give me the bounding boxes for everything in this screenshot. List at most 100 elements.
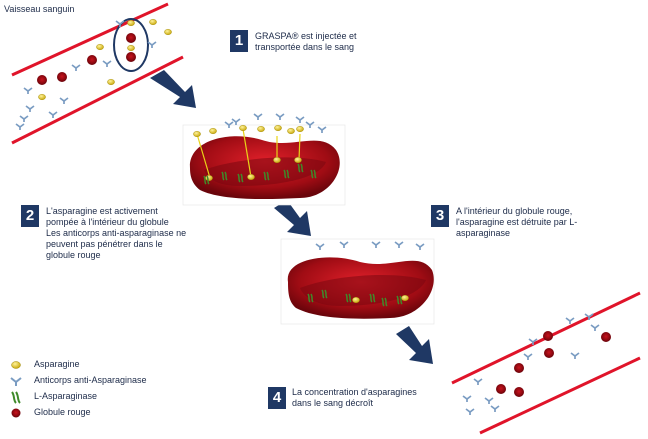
antibody-particle (48, 111, 58, 118)
antibody-particle (71, 64, 81, 71)
step-2-line: L'asparagine est activement (46, 206, 158, 216)
antibody-particle (19, 115, 29, 122)
asparagine-particle (127, 45, 135, 52)
antibody-particle (415, 243, 425, 250)
step-4-text: La concentration d'asparagines dans le s… (292, 387, 417, 409)
antibody-particle (315, 243, 325, 250)
red-blood-cell-icon (11, 408, 21, 418)
blood-vessel-bottom (451, 291, 641, 435)
antibody-particle (253, 113, 263, 120)
red-cell-panel-2 (280, 238, 435, 325)
red-blood-cell (496, 384, 506, 394)
l-asparaginase-particle (321, 289, 328, 299)
antibody-icon (10, 377, 22, 386)
step-4-number: 4 (268, 387, 286, 409)
step-2-number: 2 (21, 205, 39, 227)
red-blood-cell (87, 55, 97, 65)
step-1-line: transportée dans le sang (255, 42, 355, 52)
antibody-particle (23, 87, 33, 94)
l-asparaginase-particle (203, 175, 210, 185)
vessel-wall-lower (11, 55, 184, 145)
l-asparaginase-particle (221, 171, 228, 181)
vessel-wall-lower-2 (479, 356, 641, 435)
legend-label: Globule rouge (34, 407, 91, 417)
step-2-line: pompée à l'intérieur du globule (46, 217, 169, 227)
l-asparaginase-particle (369, 293, 376, 303)
asparagine-particle (96, 44, 104, 51)
step-3-line: A l'intérieur du globule rouge, (456, 206, 573, 216)
antibody-particle (15, 123, 25, 130)
antibody-particle (523, 353, 533, 360)
step-2-line: globule rouge (46, 250, 101, 260)
antibody-particle (305, 121, 315, 128)
antibody-particle (528, 338, 538, 345)
l-asparaginase-particle (283, 169, 290, 179)
step-3-text: A l'intérieur du globule rouge, l'aspara… (456, 206, 577, 239)
step-2-line: peuvent pas pénétrer dans le (46, 239, 163, 249)
step-1-number: 1 (230, 30, 248, 52)
legend-label: Anticorps anti-Asparaginase (34, 375, 147, 385)
red-cell-panel-1 (182, 124, 346, 206)
asparagine-particle (127, 20, 135, 27)
red-blood-cell (601, 332, 611, 342)
asparagine-particle (274, 124, 282, 131)
antibody-particle (490, 405, 500, 412)
step-3-line: asparaginase (456, 228, 511, 238)
l-asparaginase-particle (263, 171, 270, 181)
red-blood-cell (544, 348, 554, 358)
asparagine-particle (38, 93, 46, 100)
antibody-particle (462, 395, 472, 402)
asparagine-particle (294, 156, 302, 163)
antibody-particle (570, 352, 580, 359)
step-4-line: dans le sang décroît (292, 398, 374, 408)
step-3-line: l'asparagine est détruite par L- (456, 217, 578, 227)
antibody-particle (224, 121, 234, 128)
l-asparaginase-particle (307, 293, 314, 303)
asparagine-particle (273, 156, 281, 163)
l-asparaginase-particle (297, 163, 304, 173)
asparagine-particle (164, 29, 172, 36)
red-blood-cell (514, 363, 524, 373)
arrow-1 (150, 70, 196, 108)
asparagine-particle (257, 125, 265, 132)
antibody-particle (465, 408, 475, 415)
red-blood-cell (543, 331, 553, 341)
asparagine-particle (247, 173, 255, 180)
legend-label: Asparagine (34, 359, 80, 369)
antibody-particle (371, 241, 381, 248)
antibody-particle (584, 313, 594, 320)
arrow-2 (274, 200, 311, 236)
antibody-particle (231, 118, 241, 125)
antibody-particle (317, 126, 327, 133)
antibody-particle (25, 105, 35, 112)
step-3-number: 3 (431, 205, 449, 227)
red-blood-cell (126, 52, 136, 62)
step-4-line: La concentration d'asparagines (292, 387, 417, 397)
antibody-particle (115, 20, 125, 27)
asparagine-particle (209, 127, 217, 134)
l-asparaginase-particle (310, 169, 317, 179)
antibody-particle (59, 97, 69, 104)
asparagine-particle (401, 295, 409, 302)
antibody-particle (295, 116, 305, 123)
vessel-wall-upper (11, 2, 169, 77)
l-asparaginase-particle (345, 293, 352, 303)
step-1-text: GRASPA® est injectée et transportée dans… (255, 31, 357, 53)
asparagine-particle (107, 78, 115, 85)
asparagine-particle (149, 19, 157, 26)
asparagine-particle (352, 297, 360, 304)
blood-vessel-top (11, 2, 184, 145)
l-asparaginase-particle (237, 173, 244, 183)
red-blood-cell (514, 387, 524, 397)
l-asparaginase-particle (396, 295, 403, 305)
antibody-particle (473, 378, 483, 385)
antibody-particle (565, 317, 575, 324)
l-asparaginase-icon (11, 391, 21, 404)
antibody-particle (484, 397, 494, 404)
antibody-particle (339, 241, 349, 248)
vessel-label: Vaisseau sanguin (4, 4, 75, 14)
red-blood-cell (57, 72, 67, 82)
red-blood-cell (126, 33, 136, 43)
asparagine-particle (193, 130, 201, 137)
